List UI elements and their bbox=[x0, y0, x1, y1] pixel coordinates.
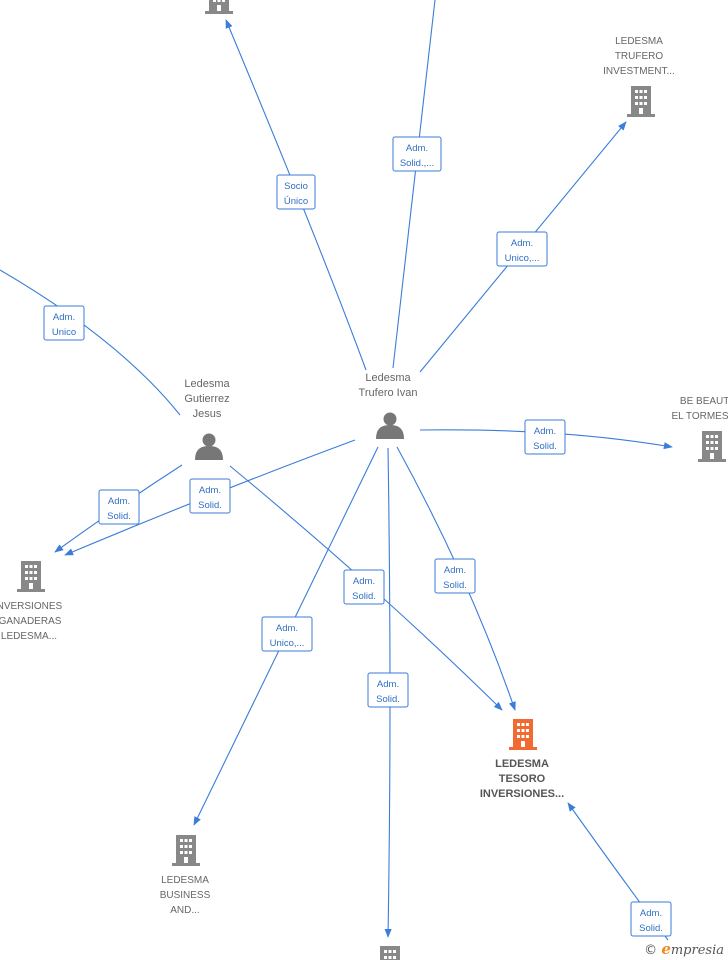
svg-text:BE BEAUTY: BE BEAUTY bbox=[680, 396, 728, 407]
svg-text:Adm.: Adm. bbox=[511, 238, 533, 249]
person-icon bbox=[195, 433, 223, 460]
brand-logo-initial: e bbox=[661, 940, 671, 958]
company-node-ledesma-business[interactable]: LEDESMA BUSINESS AND... bbox=[160, 835, 211, 916]
svg-text:Unico,...: Unico,... bbox=[270, 638, 305, 649]
svg-text:Solid.: Solid. bbox=[639, 923, 663, 934]
svg-text:Solid.: Solid. bbox=[198, 500, 222, 511]
building-icon bbox=[509, 719, 537, 750]
svg-text:LEDESMA: LEDESMA bbox=[495, 758, 549, 770]
person-node-ledesma-trufero-ivan[interactable]: Ledesma Trufero Ivan bbox=[359, 372, 418, 439]
building-icon bbox=[698, 431, 726, 462]
svg-text:Adm.: Adm. bbox=[53, 312, 75, 323]
svg-text:TRUFERO: TRUFERO bbox=[615, 51, 664, 62]
edge-labels: Socio Único Adm. Solid.,... Adm. Unico,.… bbox=[43, 136, 672, 937]
person-icon bbox=[376, 412, 404, 439]
company-node-bottom-center[interactable] bbox=[376, 946, 404, 960]
edge-label-adm-solid-bottom-right[interactable]: Adm. Solid. bbox=[630, 901, 672, 937]
svg-text:LEDESMA...: LEDESMA... bbox=[1, 631, 57, 642]
svg-text:Solid.: Solid. bbox=[352, 591, 376, 602]
svg-text:Gutierrez: Gutierrez bbox=[184, 393, 229, 405]
building-icon bbox=[172, 835, 200, 866]
svg-text:Adm.: Adm. bbox=[640, 908, 662, 919]
svg-text:Socio: Socio bbox=[284, 181, 308, 192]
svg-text:Adm.: Adm. bbox=[199, 485, 221, 496]
company-node-ledesma-trufero-investment[interactable]: LEDESMA TRUFERO INVESTMENT... bbox=[603, 36, 675, 117]
edge-label-adm-solid-jesus-inversiones[interactable]: Adm. Solid. bbox=[98, 489, 140, 525]
edge-label-adm-unico-business[interactable]: Adm. Unico,... bbox=[261, 616, 313, 652]
svg-text:AND...: AND... bbox=[170, 905, 199, 916]
edge-label-adm-solid-bottom[interactable]: Adm. Solid. bbox=[367, 672, 409, 708]
company-node-inversiones-ganaderas[interactable]: INVERSIONES GANADERAS LEDESMA... bbox=[0, 561, 63, 642]
edge-label-adm-solid-jesus-tesoro[interactable]: Adm. Solid. bbox=[343, 569, 385, 605]
edge-label-adm-solid-ivan-inversiones[interactable]: Adm. Solid. bbox=[189, 478, 231, 514]
edges bbox=[0, 0, 673, 941]
svg-text:TESORO: TESORO bbox=[499, 773, 546, 785]
svg-text:Ledesma: Ledesma bbox=[184, 378, 230, 390]
svg-text:INVERSIONES...: INVERSIONES... bbox=[480, 788, 564, 800]
svg-text:INVERSIONES: INVERSIONES bbox=[0, 601, 63, 612]
edge-label-adm-solid-top[interactable]: Adm. Solid.,... bbox=[392, 136, 442, 172]
svg-text:Solid.: Solid. bbox=[376, 694, 400, 705]
svg-text:LEDESMA: LEDESMA bbox=[161, 875, 209, 886]
building-icon bbox=[627, 86, 655, 117]
svg-text:Adm.: Adm. bbox=[406, 143, 428, 154]
svg-text:EL TORMES: EL TORMES bbox=[671, 411, 728, 422]
svg-text:Unico,...: Unico,... bbox=[505, 253, 540, 264]
building-icon bbox=[17, 561, 45, 592]
company-node-top-left[interactable] bbox=[205, 0, 233, 14]
edge-offscreen-to-jesus bbox=[0, 269, 181, 416]
edge-label-adm-unico-left[interactable]: Adm. Unico bbox=[43, 305, 85, 341]
svg-text:Solid.,...: Solid.,... bbox=[400, 158, 434, 169]
building-icon bbox=[376, 946, 404, 960]
copyright-symbol: © bbox=[644, 943, 658, 958]
svg-text:Solid.: Solid. bbox=[107, 511, 131, 522]
company-node-be-beauty[interactable]: BE BEAUTY EL TORMES bbox=[671, 396, 728, 462]
svg-text:LEDESMA: LEDESMA bbox=[615, 36, 663, 47]
svg-text:Trufero Ivan: Trufero Ivan bbox=[359, 387, 418, 399]
svg-text:Jesus: Jesus bbox=[193, 408, 222, 420]
svg-text:Adm.: Adm. bbox=[444, 565, 466, 576]
person-node-ledesma-gutierrez-jesus[interactable]: Ledesma Gutierrez Jesus bbox=[184, 378, 231, 460]
svg-text:GANADERAS: GANADERAS bbox=[0, 616, 62, 627]
svg-text:Solid.: Solid. bbox=[443, 580, 467, 591]
svg-text:BUSINESS: BUSINESS bbox=[160, 890, 211, 901]
svg-text:Unico: Unico bbox=[52, 327, 76, 338]
svg-text:Único: Único bbox=[284, 196, 308, 207]
edge-label-adm-solid-ivan-tesoro[interactable]: Adm. Solid. bbox=[434, 558, 476, 594]
brand-logo-text: mpresia bbox=[670, 943, 724, 958]
svg-text:Solid.: Solid. bbox=[533, 441, 557, 452]
edge-label-adm-unico-investment[interactable]: Adm. Unico,... bbox=[496, 231, 548, 267]
edge-ivan-to-top-left bbox=[225, 19, 367, 371]
company-node-ledesma-tesoro-inversiones[interactable]: LEDESMA TESORO INVERSIONES... bbox=[480, 719, 564, 800]
edge-label-socio-unico[interactable]: Socio Único bbox=[276, 174, 316, 210]
svg-text:Adm.: Adm. bbox=[276, 623, 298, 634]
edge-label-adm-solid-beauty[interactable]: Adm. Solid. bbox=[524, 419, 566, 455]
svg-text:Adm.: Adm. bbox=[377, 679, 399, 690]
building-icon bbox=[205, 0, 233, 14]
svg-text:INVESTMENT...: INVESTMENT... bbox=[603, 66, 675, 77]
svg-text:Adm.: Adm. bbox=[108, 496, 130, 507]
edge-ivan-to-top bbox=[392, 0, 436, 369]
svg-text:Adm.: Adm. bbox=[353, 576, 375, 587]
svg-text:Ledesma: Ledesma bbox=[365, 372, 411, 384]
svg-text:Adm.: Adm. bbox=[534, 426, 556, 437]
empresia-watermark: © empresia bbox=[644, 940, 724, 958]
